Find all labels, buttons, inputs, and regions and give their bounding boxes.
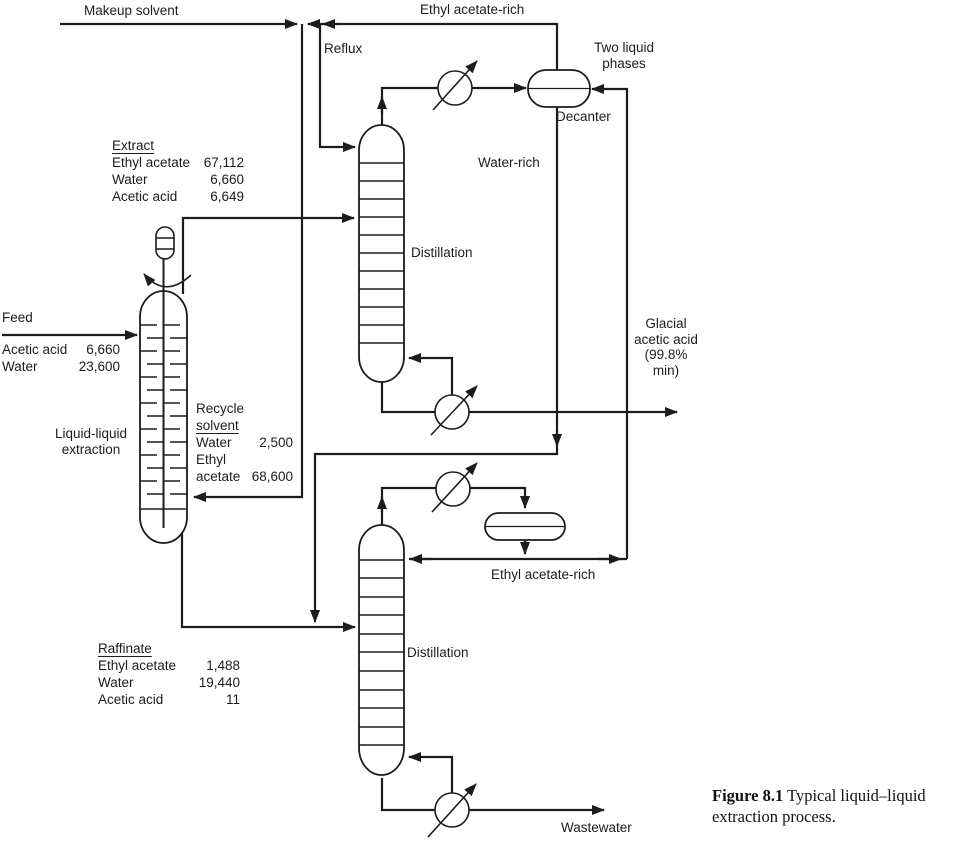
label-decanter: Decanter [556,109,611,124]
flow-value: 19,440 [198,675,240,690]
component-name: Ethyl acetate [98,658,177,673]
table-row: Ethyl acetate 67,112 [112,154,244,171]
reboiler-2 [427,783,477,838]
extraction-column-baffles [140,324,187,510]
flow-value: 6,649 [210,189,244,204]
pipe-glacial-product [380,382,678,417]
figure-number: Figure 8.1 [712,786,784,805]
pipe-wastewater [380,778,605,815]
component-name: Ethyl acetate [112,155,191,170]
column-2-trays [359,559,404,746]
pipe-raffinate [180,522,356,632]
extraction-column [139,226,192,544]
pipe-ea-rich-riser [591,84,629,559]
table-row: Acetic acid 6,649 [112,188,244,205]
heat-exchanger-arrow-icon [430,385,478,436]
component-name: Acetic acid [2,342,68,357]
component-name: Ethyl acetate [196,452,241,484]
label-liquid-liquid-extraction: Liquid-liquid extraction [54,426,128,457]
table-row: Water 19,440 [98,674,240,691]
pipes [2,19,678,815]
table-row: Water 6,660 [112,171,244,188]
heat-exchanger-arrow-icon [427,783,477,838]
flow-value: 67,112 [203,155,244,170]
pipe-recycle-solvent [193,24,304,502]
table-row: Ethyl acetate 68,600 [196,451,293,485]
pipe-water-rich [310,107,559,623]
table-row: Ethyl acetate 1,488 [98,657,240,674]
flow-value: 68,600 [251,469,293,484]
pipe-reboiler1-return [408,353,454,396]
flow-value: 6,660 [210,172,244,187]
figure-caption-text: Typical liquid–liquid extraction process… [712,786,926,826]
label-ethyl-acetate-rich-mid: Ethyl acetate-rich [491,567,596,582]
decanter-2 [484,512,566,541]
figure-caption: Figure 8.1 Typical liquid–liquid extract… [712,785,967,827]
pipe-ethyl-acetate-rich-top [307,19,559,70]
pipe-extract [181,213,355,294]
extract-stream-table: Extract Ethyl acetate 67,112 Water 6,660… [112,137,244,205]
table-row: Water 23,600 [2,358,120,375]
condenser-1 [432,60,478,111]
label-distillation-2: Distillation [407,645,469,660]
recycle-title-line1: Recycle [196,401,245,416]
reboiler-1 [430,385,478,436]
flow-value: 6,660 [86,342,120,357]
component-name: Acetic acid [112,189,178,204]
distillation-column-1 [358,124,405,383]
component-name: Water [2,359,38,374]
heat-exchanger-arrow-icon [432,60,478,111]
flow-value: 23,600 [78,359,120,374]
column-1-trays [359,162,404,344]
rotation-arrow-icon [143,273,192,288]
table-row: Water 2,500 [196,434,293,451]
label-reflux: Reflux [324,41,363,56]
agitator-motor [155,226,175,260]
pipe-reboiler2-return [408,752,454,793]
decanter-1 [527,69,591,108]
label-distillation-1: Distillation [411,245,473,260]
component-name: Water [196,435,232,450]
label-two-liquid-phases: Two liquid phases [593,40,655,71]
raffinate-stream-table: Raffinate Ethyl acetate 1,488 Water 19,4… [98,640,240,708]
component-name: Acetic acid [98,692,164,707]
extract-title: Extract [112,138,155,153]
recycle-title-line2: solvent [196,418,239,433]
flow-value: 11 [225,692,240,707]
label-feed: Feed [2,310,33,325]
table-row: Acetic acid 11 [98,691,240,708]
label-ethyl-acetate-rich-top: Ethyl acetate-rich [420,2,525,17]
label-water-rich: Water-rich [478,155,540,170]
pipe-reflux [318,24,356,152]
label-wastewater: Wastewater [561,820,632,835]
component-name: Water [112,172,148,187]
feed-stream-table: Acetic acid 6,660 Water 23,600 [2,341,120,375]
flow-value: 2,500 [259,435,293,450]
recycle-solvent-table: Recycle solvent Water 2,500 Ethyl acetat… [196,400,293,485]
condenser-2 [431,462,478,513]
raffinate-title: Raffinate [98,641,152,656]
heat-exchanger-arrow-icon [431,462,478,513]
table-row: Acetic acid 6,660 [2,341,120,358]
distillation-column-2 [358,524,405,776]
flow-value: 1,488 [206,658,240,673]
label-glacial-acetic-acid: Glacial acetic acid (99.8% min) [634,316,698,378]
component-name: Water [98,675,134,690]
label-makeup-solvent: Makeup solvent [84,3,179,18]
